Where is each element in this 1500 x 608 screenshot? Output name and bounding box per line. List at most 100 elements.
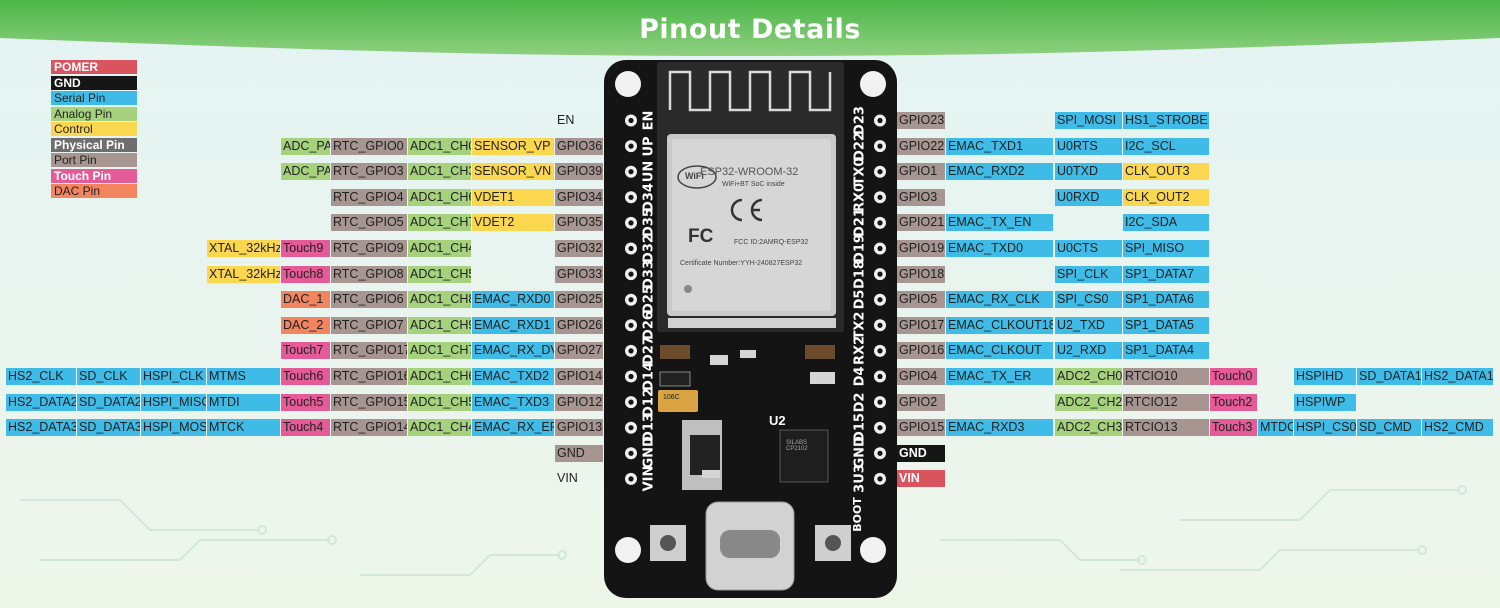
pin-label-emac-rxd1: EMAC_RXD1 xyxy=(472,316,554,334)
pin-hole-center xyxy=(628,322,634,328)
pin-label-u0cts: U0CTS xyxy=(1055,240,1122,257)
pin-label-sd-data2: SD_DATA2 xyxy=(77,393,140,411)
pin-label-u2-txd: U2_TXD xyxy=(1055,316,1122,334)
pin-label-adc1-ch5: ADC1_CH5 xyxy=(408,265,471,283)
pin-hole-center xyxy=(628,143,634,149)
pin-label-gpio35: GPIO35 xyxy=(555,214,603,232)
pin-label-u0rxd: U0RXD xyxy=(1055,188,1122,206)
pin-label-adc1-ch4: ADC1_CH4 xyxy=(408,419,471,437)
pin-hole-center xyxy=(628,373,634,380)
pin-label-gpio1: GPIO1 xyxy=(897,163,945,181)
pin-label-sp1-data5: SP1_DATA5 xyxy=(1123,316,1209,334)
pin-label-adc2-ch0: ADC2_CH0 xyxy=(1055,368,1122,385)
pin-hole-center xyxy=(877,450,883,456)
pin-label-emac-rx-er: EMAC_RX_ER xyxy=(472,419,554,437)
legend-control: Control xyxy=(51,122,137,136)
pin-hole-center xyxy=(628,271,634,277)
silk-left-vin: VIN xyxy=(641,466,657,492)
boot-button-label: BOOT xyxy=(850,497,864,532)
pin-label-adc1-ch8: ADC1_CH8 xyxy=(408,291,471,309)
pin-label-gpio27: GPIO27 xyxy=(555,342,603,360)
pin-label-gpio26: GPIO26 xyxy=(555,316,603,334)
pin-label-gpio15: GPIO15 xyxy=(897,419,945,437)
pin-label-sd-data3: SD_DATA3 xyxy=(77,419,140,437)
pin-label-u0txd: U0TXD xyxy=(1055,163,1122,181)
pin-label-emac-clkout: EMAC_CLKOUT xyxy=(946,342,1053,360)
legend-port-pin: Port Pin xyxy=(51,153,137,167)
pin-label-hspi-cs0: HSPI_CS0 xyxy=(1294,419,1356,437)
pin-label-rtc-gpio0: RTC_GPIO0 xyxy=(331,137,407,155)
module-subtitle: WiFi+BT SoC inside xyxy=(722,181,785,188)
pin-label-emac-clkout180: EMAC_CLKOUT180 xyxy=(946,316,1053,334)
page-title: Pinout Details xyxy=(639,14,861,45)
pin-label-adc-pa: ADC_PA xyxy=(281,137,330,155)
pin-hole-center xyxy=(628,245,634,252)
u2-label: U2 xyxy=(769,413,786,428)
pin-label-vin: VIN xyxy=(897,470,945,488)
pin-label-rtc-gpio15: RTC_GPIO15 xyxy=(331,393,407,411)
pin-label-clk-out3: CLK_OUT3 xyxy=(1123,163,1209,181)
pin-label-rtc-gpio3: RTC_GPIO3 xyxy=(331,163,407,181)
pin-label-hs2-data2: HS2_DATA2 xyxy=(6,393,76,411)
usb-chip-label: SILABS CP2102 xyxy=(786,440,808,452)
pin-label-emac-rxd2: EMAC_RXD2 xyxy=(946,163,1053,181)
legend-dac-pin: DAC Pin xyxy=(51,184,137,198)
pin-hole-center xyxy=(877,425,883,431)
pin-label-rtcio12: RTCIO12 xyxy=(1123,393,1209,411)
pin-hole-center xyxy=(877,143,883,149)
legend-analog-pin: Analog Pin xyxy=(51,106,137,121)
pin-hole-center xyxy=(877,194,883,200)
pin-label-dac-2: DAC_2 xyxy=(281,316,330,334)
pin-hole-center xyxy=(628,425,634,431)
pin-label-touch0: Touch0 xyxy=(1210,368,1257,385)
pin-label-spi-clk: SPI_CLK xyxy=(1055,265,1122,283)
pin-label-adc1-ch7: ADC1_CH7 xyxy=(408,342,471,360)
pin-label-gnd: GND xyxy=(555,444,603,462)
esp32-board xyxy=(604,60,897,598)
pin-label-gpio4: GPIO4 xyxy=(897,368,945,385)
pin-hole-center xyxy=(877,117,883,124)
pin-hole-center xyxy=(628,450,634,456)
wifi-logo-icon xyxy=(677,165,717,189)
pin-label-sp1-data4: SP1_DATA4 xyxy=(1123,342,1209,360)
pin-label-gpio18: GPIO18 xyxy=(897,265,945,283)
pin-hole-center xyxy=(877,348,883,354)
pin-label-spi-miso: SPI_MISO xyxy=(1123,240,1209,257)
pin-label-spi-cs0: SPI_CS0 xyxy=(1055,291,1122,309)
pin-label-xtal-32khz: XTAL_32kHz xyxy=(207,265,280,283)
pin-label-dac-1: DAC_1 xyxy=(281,291,330,309)
ce-mark-icon xyxy=(730,198,763,222)
pin-label-vdet1: VDET1 xyxy=(472,188,554,206)
pin-label-sp1-data7: SP1_DATA7 xyxy=(1123,265,1209,283)
pin-label-gpio34: GPIO34 xyxy=(555,188,603,206)
pin-label-adc-pa: ADC_PA xyxy=(281,163,330,181)
legend-gnd: GND xyxy=(51,75,137,90)
pin-label-touch3: Touch3 xyxy=(1210,419,1257,437)
pin-label-emac-txd0: EMAC_TXD0 xyxy=(946,240,1053,257)
pin-label-adc2-ch3: ADC2_CH3 xyxy=(1055,419,1122,437)
pin-label-sd-data1: SD_DATA1 xyxy=(1357,368,1421,385)
legend-pomer: POMER xyxy=(51,60,137,74)
pin-label-sp1-data6: SP1_DATA6 xyxy=(1123,291,1209,309)
pin-label-hs2-clk: HS2_CLK xyxy=(6,368,76,385)
pin-label-rtc-gpio16: RTC_GPIO16 xyxy=(331,368,407,385)
pin-label-vdet2: VDET2 xyxy=(472,214,554,232)
pin-label-gpio3: GPIO3 xyxy=(897,188,945,206)
pin-label-u2-rxd: U2_RXD xyxy=(1055,342,1122,360)
pin-label-emac-rx-dv: EMAC_RX_DV xyxy=(472,342,554,360)
pin-label-gpio2: GPIO2 xyxy=(897,393,945,411)
pin-hole-center xyxy=(877,245,883,252)
pin-label-gpio23: GPIO23 xyxy=(897,112,945,129)
pin-label-mtdi: MTDI xyxy=(207,393,280,411)
silk-right-3u3: 3U3 xyxy=(852,464,868,494)
pin-label-mtck: MTCK xyxy=(207,419,280,437)
pin-hole-center xyxy=(628,399,634,405)
pin-hole-center xyxy=(628,117,634,124)
pin-label-adc1-ch6: ADC1_CH6 xyxy=(408,368,471,385)
wifi-text: WiFi xyxy=(685,171,704,181)
legend-touch-pin: Touch Pin xyxy=(51,168,137,183)
pin-label-hspi-clk: HSPI_CLK xyxy=(141,368,206,385)
pin-label-emac-tx-en: EMAC_TX_EN xyxy=(946,214,1053,232)
pin-label-rtc-gpio4: RTC_GPIO4 xyxy=(331,188,407,206)
